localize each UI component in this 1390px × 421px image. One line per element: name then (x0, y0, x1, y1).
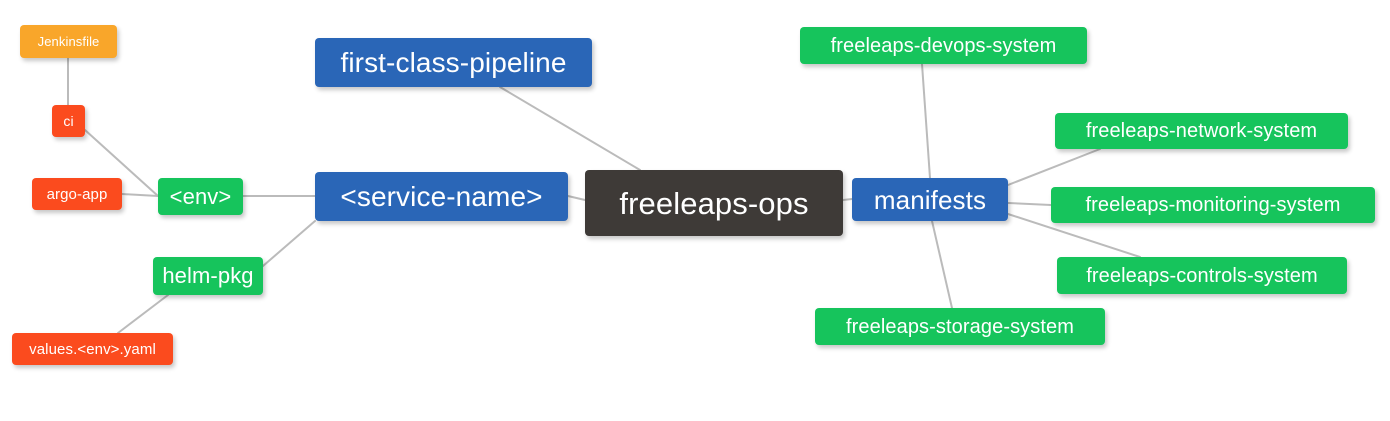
edge-service-name-to-helm-pkg (262, 220, 316, 267)
node-first-class-pipeline[interactable]: first-class-pipeline (315, 38, 592, 87)
edge-manifests-to-freeleaps-network-system (1007, 148, 1101, 186)
node-argo-app[interactable]: argo-app (32, 178, 122, 210)
node-env[interactable]: <env> (158, 178, 243, 215)
edge-first-class-pipeline-to-freeleaps-ops (499, 86, 641, 171)
edge-manifests-to-freeleaps-storage-system (931, 220, 953, 309)
node-helm-pkg[interactable]: helm-pkg (153, 257, 263, 295)
node-freeleaps-network-system[interactable]: freeleaps-network-system (1055, 113, 1348, 149)
node-jenkinsfile[interactable]: Jenkinsfile (20, 25, 117, 58)
edge-freeleaps-ops-to-manifests (842, 198, 853, 201)
node-ci[interactable]: ci (52, 105, 85, 137)
node-freeleaps-storage-system[interactable]: freeleaps-storage-system (815, 308, 1105, 345)
edge-manifests-to-freeleaps-monitoring-system (1007, 202, 1052, 206)
node-values-env-yaml[interactable]: values.<env>.yaml (12, 333, 173, 365)
node-service-name[interactable]: <service-name> (315, 172, 568, 221)
node-manifests[interactable]: manifests (852, 178, 1008, 221)
node-freeleaps-devops-system[interactable]: freeleaps-devops-system (800, 27, 1087, 64)
node-freeleaps-ops[interactable]: freeleaps-ops (585, 170, 843, 236)
edge-service-name-to-freeleaps-ops (567, 195, 586, 201)
node-freeleaps-controls-system[interactable]: freeleaps-controls-system (1057, 257, 1347, 294)
edge-helm-pkg-to-values-env-yaml (117, 294, 169, 334)
edge-argo-app-to-env (121, 193, 159, 197)
node-freeleaps-monitoring-system[interactable]: freeleaps-monitoring-system (1051, 187, 1375, 223)
edge-manifests-to-freeleaps-devops-system (921, 63, 931, 179)
